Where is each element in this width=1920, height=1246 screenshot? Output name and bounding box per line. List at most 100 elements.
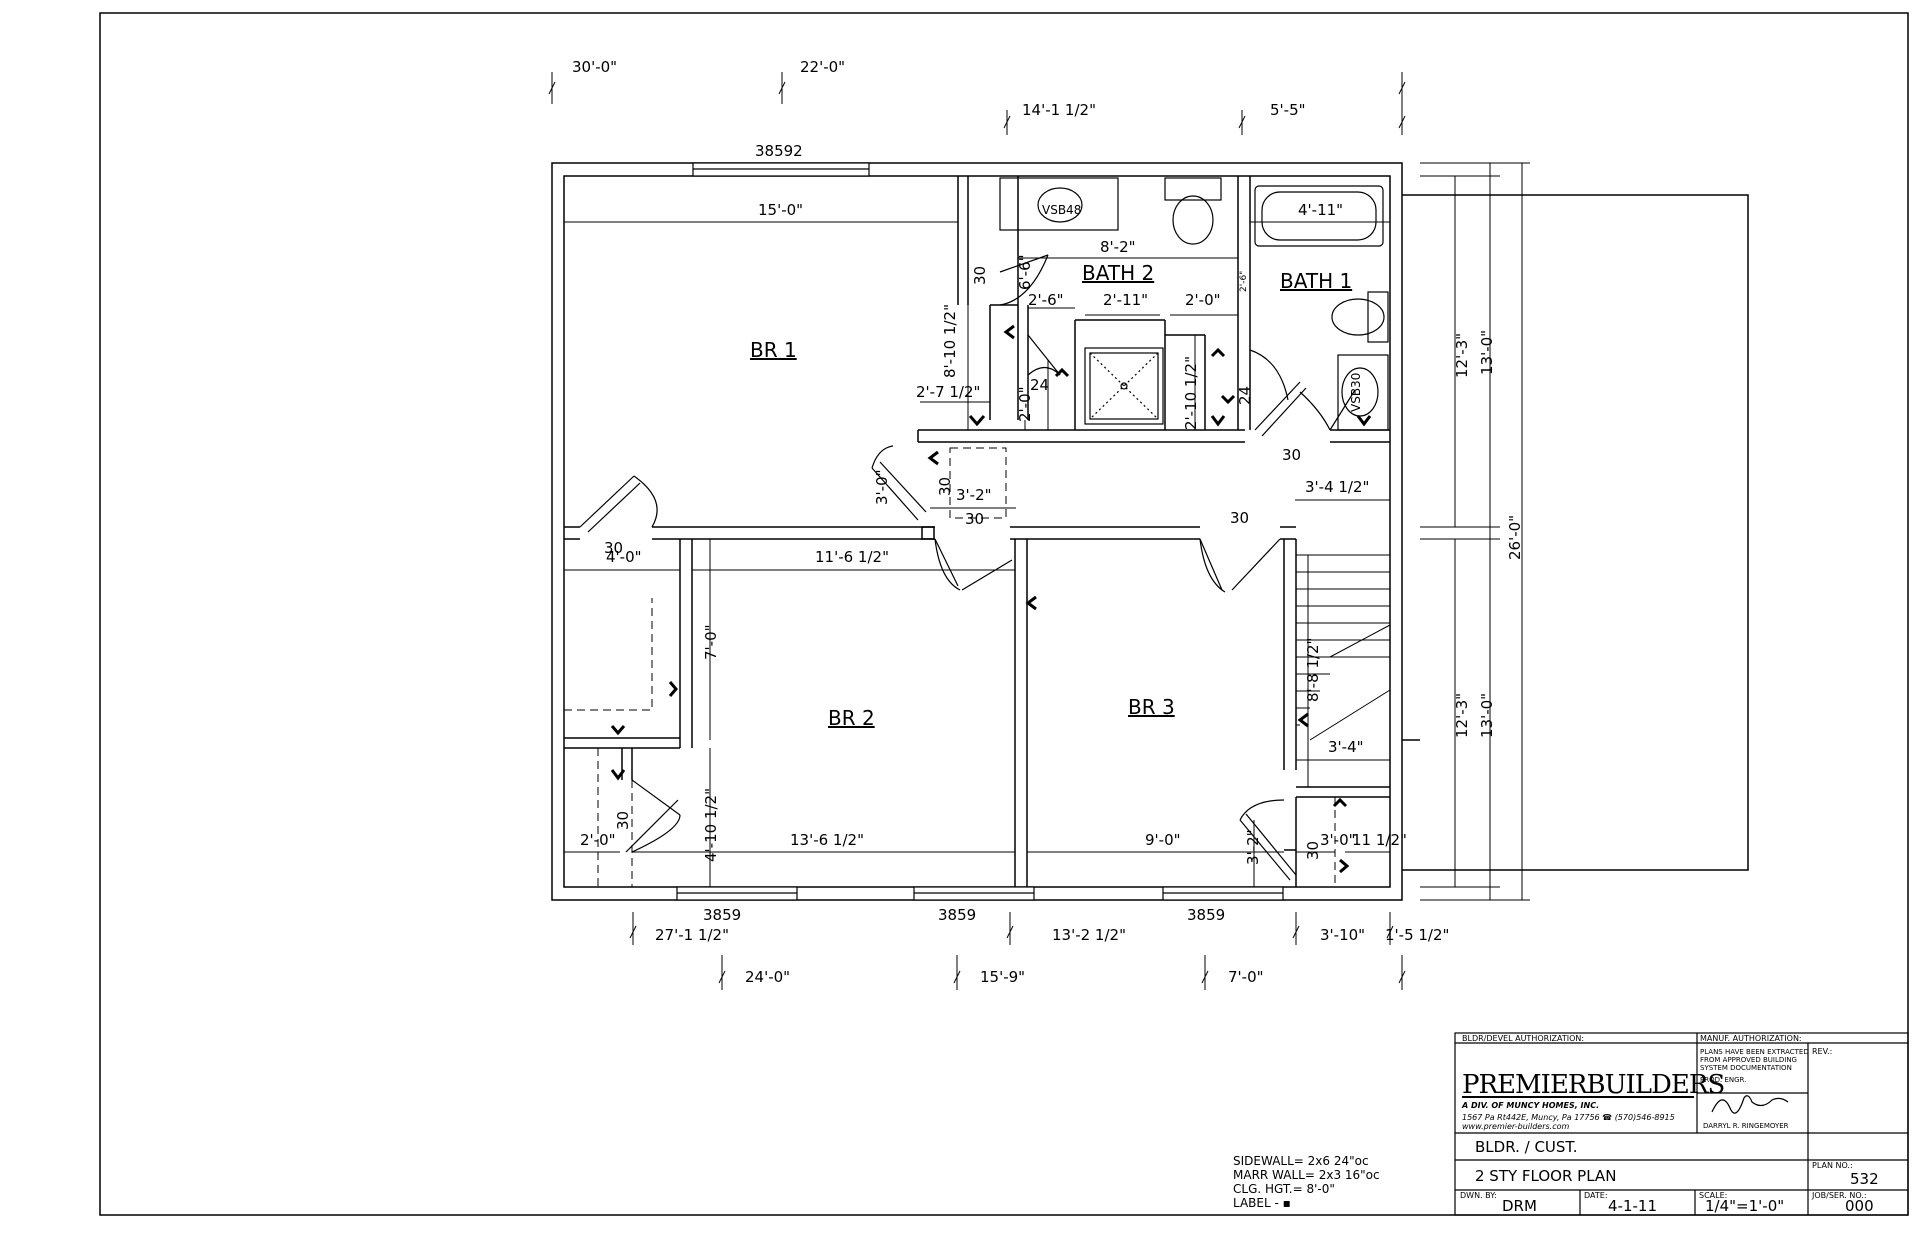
porch-outline: [1402, 194, 1749, 871]
window-label-bottom-1: 3859: [703, 906, 741, 924]
company-sub: A DIV. OF MUNCY HOMES, INC.: [1461, 1101, 1599, 1110]
company-website: www.premier-builders.com: [1462, 1122, 1570, 1131]
date-label: DATE:: [1584, 1191, 1608, 1200]
dim-label: 15'-0": [758, 201, 803, 219]
dim-label: 4'-11": [1298, 201, 1343, 219]
title-block-text: BLDR/DEVEL AUTHORIZATION: MANUF. AUTHORI…: [1460, 1034, 1879, 1215]
window-label-bottom-2: 3859: [938, 906, 976, 924]
engineer-signature: [1711, 1095, 1789, 1114]
dim-label: 15'-9": [980, 968, 1025, 986]
vanity-label-bath1: VSB30: [1349, 373, 1363, 412]
dim-label: 2'-11": [1103, 291, 1148, 309]
dim-label: 30: [1230, 509, 1249, 527]
dim-label: 12'-3": [1453, 693, 1471, 738]
plan-no-label: PLAN NO.:: [1812, 1161, 1853, 1170]
dim-label: 27'-1 1/2": [655, 926, 729, 944]
company-logo-text: PREMIERBUILDERS: [1462, 1070, 1724, 1100]
dim-label: 3'-0": [873, 469, 891, 505]
dim-label: 8'-10 1/2": [941, 304, 959, 378]
customer-field: BLDR. / CUST.: [1475, 1138, 1578, 1156]
dim-label: 5'-5": [1270, 101, 1306, 119]
room-labels: BR 1 BR 2 BR 3 BATH 1 BATH 2: [750, 261, 1352, 730]
plans-note-2: FROM APPROVED BUILDING: [1700, 1056, 1797, 1064]
doors: [579, 254, 1356, 881]
room-label-br1: BR 1: [750, 338, 797, 362]
drawn-by-label: DWN. BY:: [1460, 1191, 1497, 1200]
note-marr-wall: MARR WALL= 2x3 16"oc: [1233, 1168, 1380, 1182]
dim-label: 2'-7 1/2": [916, 383, 980, 401]
windows: [676, 162, 1284, 901]
dim-label: 6'-6": [1016, 254, 1034, 290]
dim-label: 30: [1304, 841, 1322, 860]
rev-label: REV.:: [1812, 1047, 1832, 1056]
dim-label: 8'-2": [1100, 238, 1136, 256]
note-clg-hgt: CLG. HGT.= 8'-0": [1233, 1182, 1335, 1196]
fixture-labels: VSB48 VSB30: [1042, 203, 1363, 412]
dim-label: 7'-0": [1228, 968, 1264, 986]
dim-label: 9'-0": [1145, 831, 1181, 849]
manuf-auth-label: MANUF. AUTHORIZATION:: [1700, 1034, 1802, 1043]
dim-label: 30: [971, 266, 989, 285]
dimension-lines: [551, 72, 1530, 990]
scale: 1/4"=1'-0": [1705, 1197, 1784, 1215]
construction-notes: SIDEWALL= 2x6 24"oc MARR WALL= 2x3 16"oc…: [1233, 1154, 1380, 1210]
stairs: [1296, 554, 1391, 741]
dim-label: 30: [614, 811, 632, 830]
dim-label: 3'-4 1/2": [1305, 478, 1369, 496]
room-label-bath1: BATH 1: [1280, 269, 1352, 293]
window-labels: 38592 3859 3859 3859: [703, 142, 1225, 924]
dim-label: 1'-5 1/2": [1385, 926, 1449, 944]
dim-label: 13'-6 1/2": [790, 831, 864, 849]
job-no: 000: [1845, 1197, 1874, 1215]
dim-label: 30'-0": [572, 58, 617, 76]
dim-label: 3'-2": [956, 486, 992, 504]
sheet-border: [99, 12, 1909, 1216]
dim-label: 3'-4": [1328, 738, 1364, 756]
note-sidewall: SIDEWALL= 2x6 24"oc: [1233, 1154, 1369, 1168]
dim-label: 2'-0": [580, 831, 616, 849]
plan-no: 532: [1850, 1170, 1879, 1188]
dim-label: 3'-2": [1244, 829, 1262, 865]
prod-engr-label: PROD. ENGR.: [1700, 1076, 1746, 1084]
fixtures: [999, 177, 1389, 431]
dim-label: 11'-6 1/2": [815, 548, 889, 566]
dimension-labels: 30'-0" 22'-0" 14'-1 1/2" 5'-5" 15'-0" 8'…: [572, 58, 1524, 986]
dim-label: 4'-0": [606, 548, 642, 566]
plans-note-1: PLANS HAVE BEEN EXTRACTED: [1700, 1048, 1809, 1056]
dim-label: 8'-8 1/2": [1304, 638, 1322, 702]
dim-label: 4'-10 1/2": [702, 788, 720, 862]
note-label: LABEL - ▪: [1233, 1196, 1291, 1210]
dim-label: 2'-0": [1185, 291, 1221, 309]
date: 4-1-11: [1608, 1197, 1657, 1215]
dim-label: 7'-0": [702, 624, 720, 660]
dim-label: 30: [1282, 446, 1301, 464]
dim-label: 30: [965, 510, 984, 528]
drawing-title: 2 STY FLOOR PLAN: [1475, 1167, 1616, 1185]
dim-label: 2'-6": [1239, 271, 1249, 292]
dim-label: 13'-0": [1478, 330, 1496, 375]
dim-label: 11 1/2": [1352, 831, 1407, 849]
dim-label: 3'-10": [1320, 926, 1365, 944]
dim-label: 3'-0": [1320, 831, 1356, 849]
dim-label: 13'-0": [1478, 693, 1496, 738]
bldr-auth-label: BLDR/DEVEL AUTHORIZATION:: [1462, 1034, 1584, 1043]
job-label: JOB/SER. NO.:: [1811, 1191, 1867, 1200]
engineer-name: DARRYL R. RINGEMOYER: [1703, 1122, 1789, 1130]
dim-label: 2'-6": [1028, 291, 1064, 309]
closet-shelves: [564, 447, 1336, 887]
title-block: [1454, 1032, 1909, 1216]
dim-label: 30: [604, 539, 623, 557]
dim-label: 22'-0": [800, 58, 845, 76]
window-label-top: 38592: [755, 142, 803, 160]
vanity-label-bath2: VSB48: [1042, 203, 1081, 217]
room-label-br2: BR 2: [828, 706, 875, 730]
dim-label: 26'-0": [1506, 515, 1524, 560]
window-label-bottom-3: 3859: [1187, 906, 1225, 924]
dim-label: 24'-0": [745, 968, 790, 986]
room-label-bath2: BATH 2: [1082, 261, 1154, 285]
dimension-ticks: [548, 81, 1406, 984]
dim-label: 30: [936, 477, 954, 496]
scale-label: SCALE:: [1699, 1191, 1727, 1200]
